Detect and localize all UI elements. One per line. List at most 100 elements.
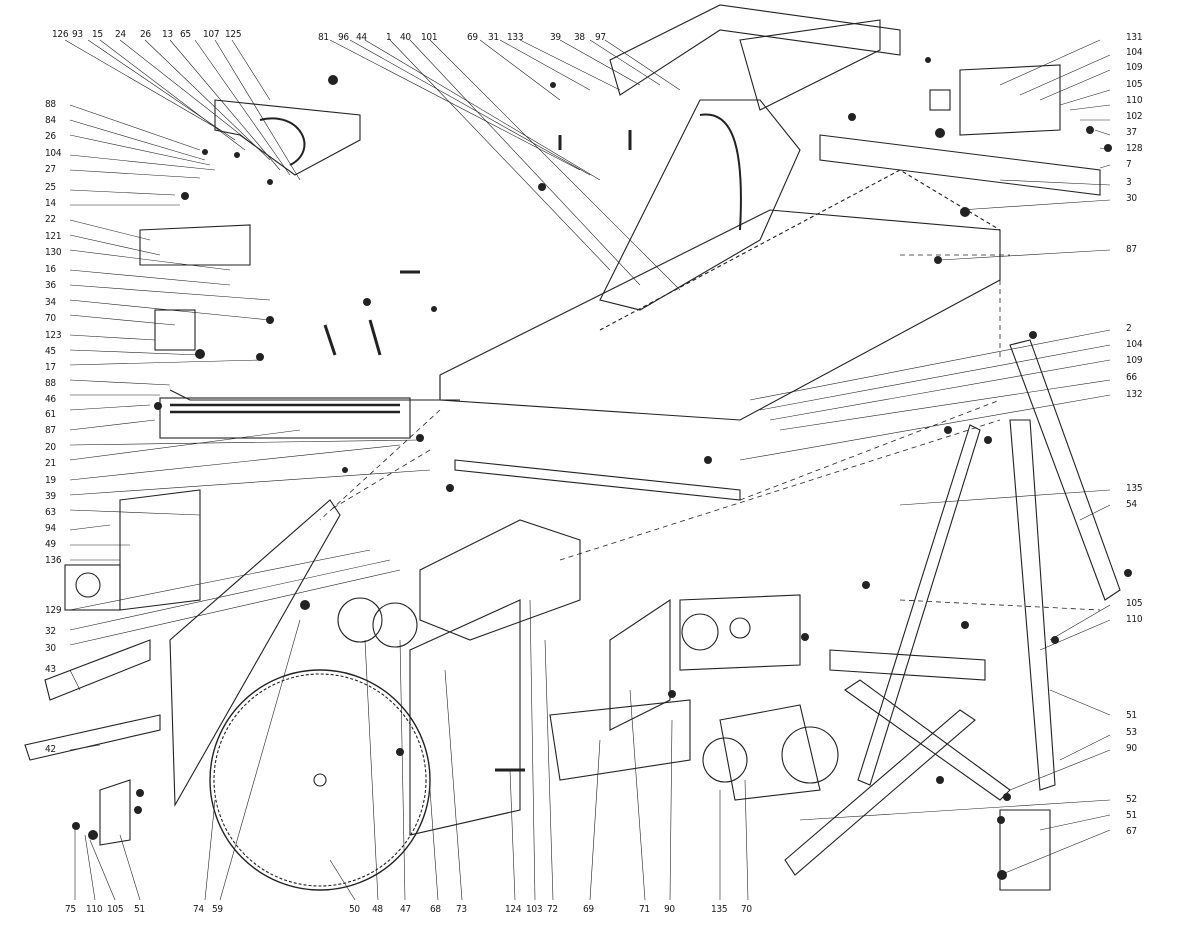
part-label: 39	[550, 32, 561, 43]
part-label: 69	[583, 904, 594, 915]
part-label: 125	[225, 29, 242, 40]
part-label: 14	[45, 198, 56, 209]
part-label: 66	[1126, 372, 1137, 383]
part-label: 36	[45, 280, 56, 291]
part-label: 20	[45, 442, 56, 453]
part-label: 68	[430, 904, 441, 915]
wrench-1	[44, 639, 151, 701]
part-label: 51	[134, 904, 145, 915]
part-label: 88	[45, 378, 56, 389]
part-label: 87	[45, 425, 56, 436]
part-label: 132	[1126, 389, 1143, 400]
part-label: 51	[1126, 710, 1137, 721]
part-label: 109	[1126, 355, 1143, 366]
part-label: 47	[400, 904, 411, 915]
part-label: 126	[52, 29, 69, 40]
front-panel	[169, 499, 341, 807]
part-label: 84	[45, 115, 56, 126]
part-label: 81	[318, 32, 329, 43]
part-label: 31	[488, 32, 499, 43]
saw-blade	[209, 669, 431, 891]
part-label: 17	[45, 362, 56, 373]
part-label: 69	[467, 32, 478, 43]
part-label: 107	[203, 29, 220, 40]
flange-2	[372, 602, 418, 648]
part-label: 103	[526, 904, 543, 915]
small-bracket	[99, 779, 131, 846]
cross-brace	[844, 679, 1011, 801]
part-label: 97	[595, 32, 606, 43]
part-label: 71	[639, 904, 650, 915]
part-label: 1	[386, 32, 392, 43]
top-rail	[609, 4, 901, 96]
part-label: 121	[45, 231, 62, 242]
part-label: 50	[349, 904, 360, 915]
table-top	[439, 209, 1001, 421]
part-label: 24	[115, 29, 126, 40]
foot-bracket	[999, 809, 1051, 891]
part-label: 105	[1126, 598, 1143, 609]
part-label: 25	[45, 182, 56, 193]
part-label: 104	[1126, 47, 1143, 58]
part-label: 3	[1126, 177, 1132, 188]
clamp-block	[154, 309, 196, 351]
part-label: 7	[1126, 159, 1132, 170]
part-label: 70	[45, 313, 56, 324]
part-label: 15	[92, 29, 103, 40]
part-label: 43	[45, 664, 56, 675]
part-label: 45	[45, 346, 56, 357]
part-label: 110	[1126, 614, 1143, 625]
part-label: 104	[45, 148, 62, 159]
rear-rail	[819, 134, 1101, 196]
leg-1	[1009, 419, 1056, 791]
part-label: 135	[1126, 483, 1143, 494]
part-label: 102	[1126, 111, 1143, 122]
part-label: 87	[1126, 244, 1137, 255]
motor-bracket	[549, 699, 691, 781]
part-label: 93	[72, 29, 83, 40]
part-label: 39	[45, 491, 56, 502]
part-label: 105	[1126, 79, 1143, 90]
part-label: 73	[456, 904, 467, 915]
part-label: 34	[45, 297, 56, 308]
part-label: 30	[45, 643, 56, 654]
switch-box	[64, 564, 121, 611]
part-label: 72	[547, 904, 558, 915]
part-label: 70	[741, 904, 752, 915]
part-label: 19	[45, 475, 56, 486]
part-label: 110	[1126, 95, 1143, 106]
part-label: 124	[505, 904, 522, 915]
part-label: 53	[1126, 727, 1137, 738]
wrench-2	[24, 714, 161, 761]
part-label: 13	[162, 29, 173, 40]
long-bar	[169, 389, 460, 401]
part-label: 59	[212, 904, 223, 915]
part-label: 136	[45, 555, 62, 566]
part-label: 94	[45, 523, 56, 534]
front-rail	[454, 459, 741, 501]
part-label: 2	[1126, 323, 1132, 334]
part-label: 26	[45, 131, 56, 142]
part-label: 51	[1126, 810, 1137, 821]
part-label: 44	[356, 32, 367, 43]
leg-2	[1009, 339, 1121, 601]
knob	[929, 89, 951, 111]
flange-1	[337, 597, 383, 643]
part-label: 42	[45, 744, 56, 755]
arbor-block	[419, 519, 581, 641]
part-label: 135	[711, 904, 728, 915]
lower-rail-1	[829, 649, 986, 681]
part-label: 27	[45, 164, 56, 175]
part-label: 49	[45, 539, 56, 550]
part-label: 30	[1126, 193, 1137, 204]
part-label: 110	[86, 904, 103, 915]
part-label: 75	[65, 904, 76, 915]
part-label: 104	[1126, 339, 1143, 350]
part-label: 74	[193, 904, 204, 915]
part-label: 90	[664, 904, 675, 915]
blade-guard	[214, 99, 361, 176]
part-label: 129	[45, 605, 62, 616]
guard-bracket	[139, 224, 251, 266]
part-label: 37	[1126, 127, 1137, 138]
